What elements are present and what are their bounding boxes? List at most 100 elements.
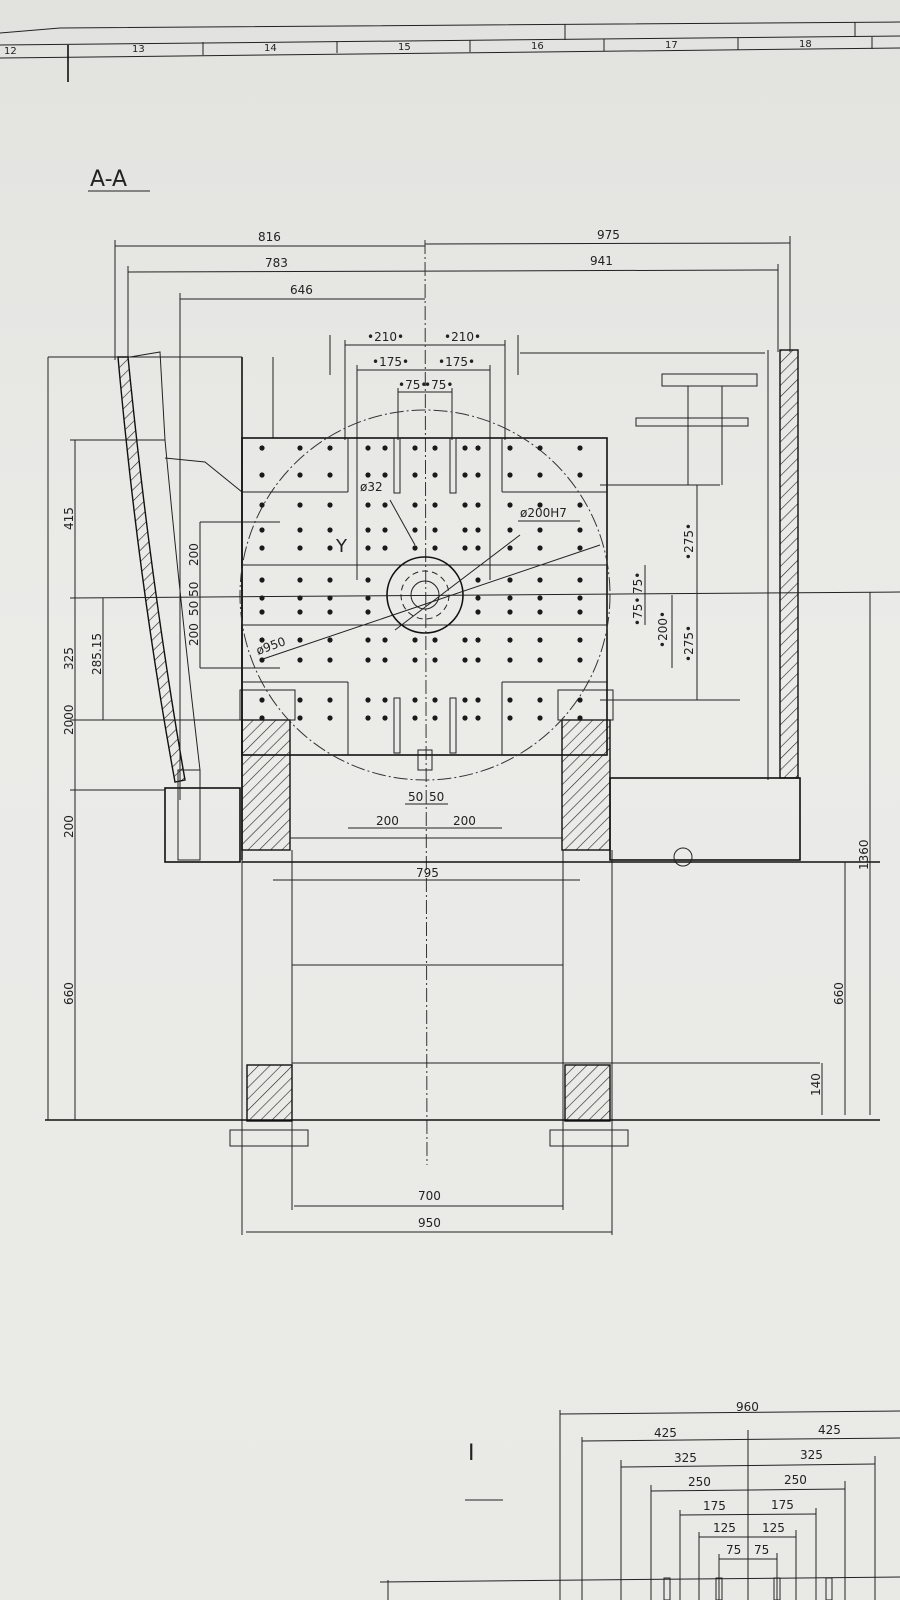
- table-hole: [382, 545, 388, 551]
- table-hole: [475, 697, 481, 703]
- table-hole: [507, 472, 513, 478]
- dim-660-right: 660: [832, 982, 846, 1005]
- table-hole: [327, 527, 333, 533]
- callout-bore-diameter: ø200H7: [520, 506, 567, 520]
- table-hole: [537, 502, 543, 508]
- table-hole: [577, 527, 583, 533]
- table-hole: [412, 715, 418, 721]
- table-hole: [507, 657, 513, 663]
- table-hole: [382, 502, 388, 508]
- table-hole: [365, 527, 371, 533]
- detail-view-i: I 960 425 425 325 325 250 250 175 175 12…: [379, 1400, 900, 1600]
- table-hole: [507, 545, 513, 551]
- table-hole: [432, 527, 438, 533]
- table-hole: [432, 657, 438, 663]
- sheet-border: 12 13 14 15 16 17 18: [0, 21, 900, 82]
- table-hole: [577, 545, 583, 551]
- dim-175-right: 175: [771, 1498, 794, 1512]
- table-hole: [577, 502, 583, 508]
- dim-175-left: 175: [703, 1499, 726, 1513]
- table-hole: [577, 595, 583, 601]
- dim-325-left: 325: [674, 1451, 697, 1465]
- table-hole: [297, 715, 303, 721]
- table-hole: [365, 595, 371, 601]
- table-hole: [462, 472, 468, 478]
- table-hole: [327, 697, 333, 703]
- table-hole: [462, 527, 468, 533]
- table-hole: [297, 577, 303, 583]
- table-hole: [327, 577, 333, 583]
- table-hole: [327, 637, 333, 643]
- table-hole: [507, 527, 513, 533]
- table-hole: [297, 527, 303, 533]
- table-hole: [577, 472, 583, 478]
- dim-75-left-detail: 75: [726, 1543, 741, 1557]
- dim-175-right: •175•: [438, 355, 475, 369]
- table-hole: [537, 472, 543, 478]
- dim-816: 816: [258, 230, 281, 244]
- table-hole: [537, 637, 543, 643]
- table-hole: [462, 545, 468, 551]
- table-hole: [507, 445, 513, 451]
- table-hole: [259, 577, 265, 583]
- table-hole: [259, 657, 265, 663]
- dim-200-lower-slot: 200: [187, 623, 201, 646]
- dim-210-left: •210•: [367, 330, 404, 344]
- table-hole: [382, 657, 388, 663]
- section-title: A-A: [90, 167, 127, 192]
- table-hole: [577, 577, 583, 583]
- table-hole: [259, 715, 265, 721]
- table-hole: [259, 472, 265, 478]
- table-hole: [412, 697, 418, 703]
- dim-75-right: •75•: [424, 378, 453, 392]
- zone-label: 14: [264, 43, 277, 54]
- dim-795: 795: [416, 866, 439, 880]
- table-hole: [382, 445, 388, 451]
- table-hole: [412, 472, 418, 478]
- dim-425-right: 425: [818, 1423, 841, 1437]
- table-hole: [462, 445, 468, 451]
- table-hole: [507, 637, 513, 643]
- dim-175-left: •175•: [372, 355, 409, 369]
- table-hole: [365, 609, 371, 615]
- table-hole: [365, 472, 371, 478]
- table-hole: [462, 657, 468, 663]
- table-hole: [327, 609, 333, 615]
- dim-50-50: 50 50: [187, 582, 201, 616]
- dim-50-left: 50: [408, 790, 423, 804]
- table-hole: [577, 445, 583, 451]
- callout-table-diameter: ø950: [254, 634, 287, 658]
- table-hole: [432, 502, 438, 508]
- table-hole: [507, 715, 513, 721]
- dim-325: 325: [62, 647, 76, 670]
- dim-783: 783: [265, 256, 288, 270]
- dim-200-right: •200•: [656, 611, 670, 648]
- table-hole: [382, 715, 388, 721]
- dim-325-right: 325: [800, 1448, 823, 1462]
- right-dimensions: •275• •275• •200• •75• 75• 1360 660 140: [600, 484, 871, 1115]
- dim-75-upper: 75•: [631, 572, 645, 594]
- table-hole: [577, 657, 583, 663]
- dim-125-left: 125: [713, 1521, 736, 1535]
- table-hole: [327, 715, 333, 721]
- dim-425-left: 425: [654, 1426, 677, 1440]
- table-hole: [537, 609, 543, 615]
- dim-200-left: 200: [376, 814, 399, 828]
- table-hole: [297, 472, 303, 478]
- table-hole: [507, 609, 513, 615]
- table-hole: [365, 445, 371, 451]
- table-hole: [327, 445, 333, 451]
- rotary-table: ø32 ø200H7 Y ø950: [239, 409, 611, 781]
- table-hole: [365, 545, 371, 551]
- table-hole: [507, 577, 513, 583]
- table-hole: [412, 545, 418, 551]
- dim-950: 950: [418, 1216, 441, 1230]
- zone-label: 16: [531, 41, 544, 52]
- dim-285-15: 285.15: [90, 633, 104, 675]
- table-hole: [382, 697, 388, 703]
- dim-960: 960: [736, 1400, 759, 1414]
- table-hole: [297, 637, 303, 643]
- left-dimensions: 2000 415 325 285.15 200 660 200 50 50 20…: [47, 357, 900, 1120]
